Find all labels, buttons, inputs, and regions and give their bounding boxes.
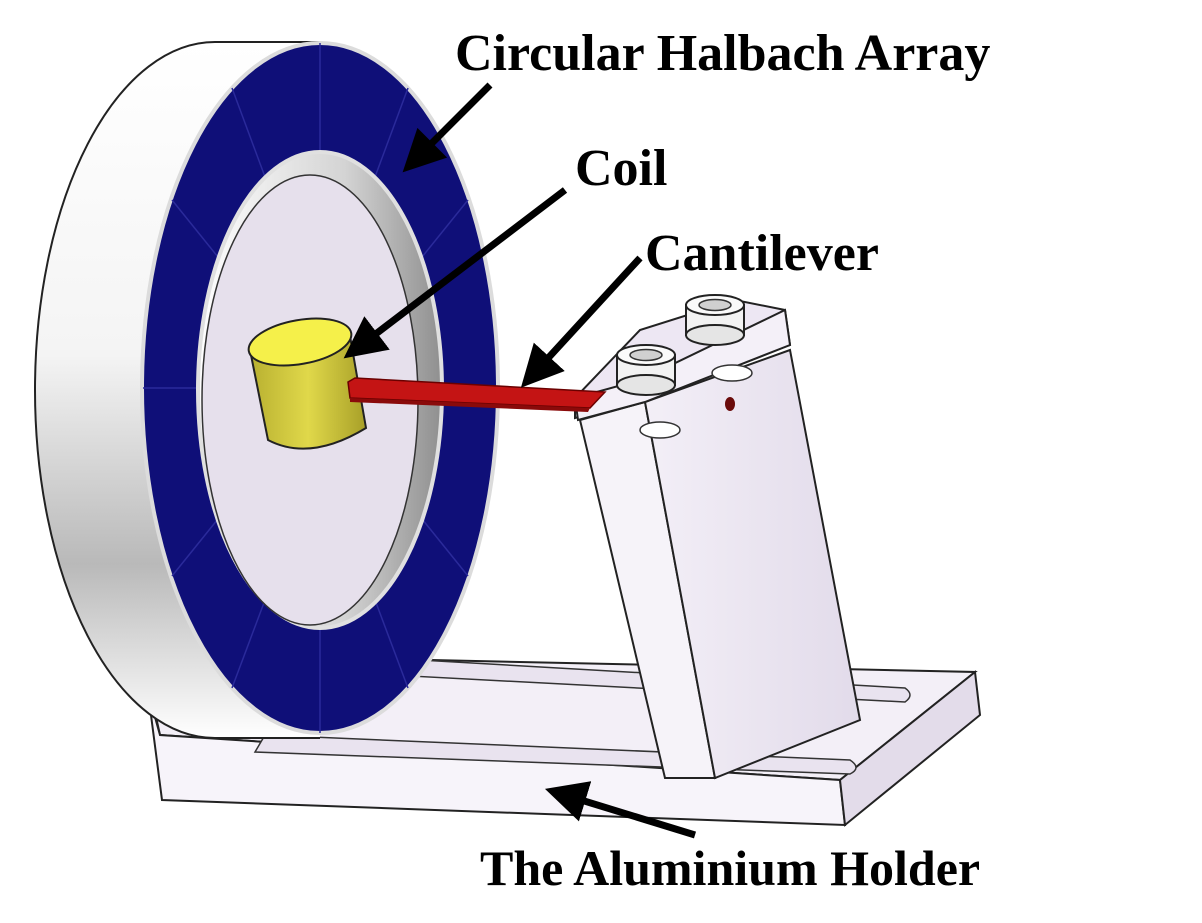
label-cantilever: Cantilever (645, 225, 879, 282)
pin-hole (725, 397, 735, 411)
label-aluminium-holder: The Aluminium Holder (480, 840, 980, 896)
arrow-pointer-icon (402, 82, 493, 173)
bolt-hole (639, 421, 681, 439)
arrow-pointer-icon (343, 187, 568, 359)
label-halbach-array: Circular Halbach Array (455, 25, 990, 82)
hex-bolt-icon (685, 294, 745, 346)
hex-bolt-icon (616, 344, 676, 396)
label-coil: Coil (575, 140, 667, 197)
holder-base-side (838, 670, 982, 827)
coil (247, 317, 368, 450)
arrow-pointer-icon (544, 781, 697, 839)
bolt-hole (711, 364, 753, 382)
arrow-pointer-icon (520, 255, 643, 388)
cantilever-beam (347, 377, 607, 412)
pointer-arrows (343, 82, 697, 839)
